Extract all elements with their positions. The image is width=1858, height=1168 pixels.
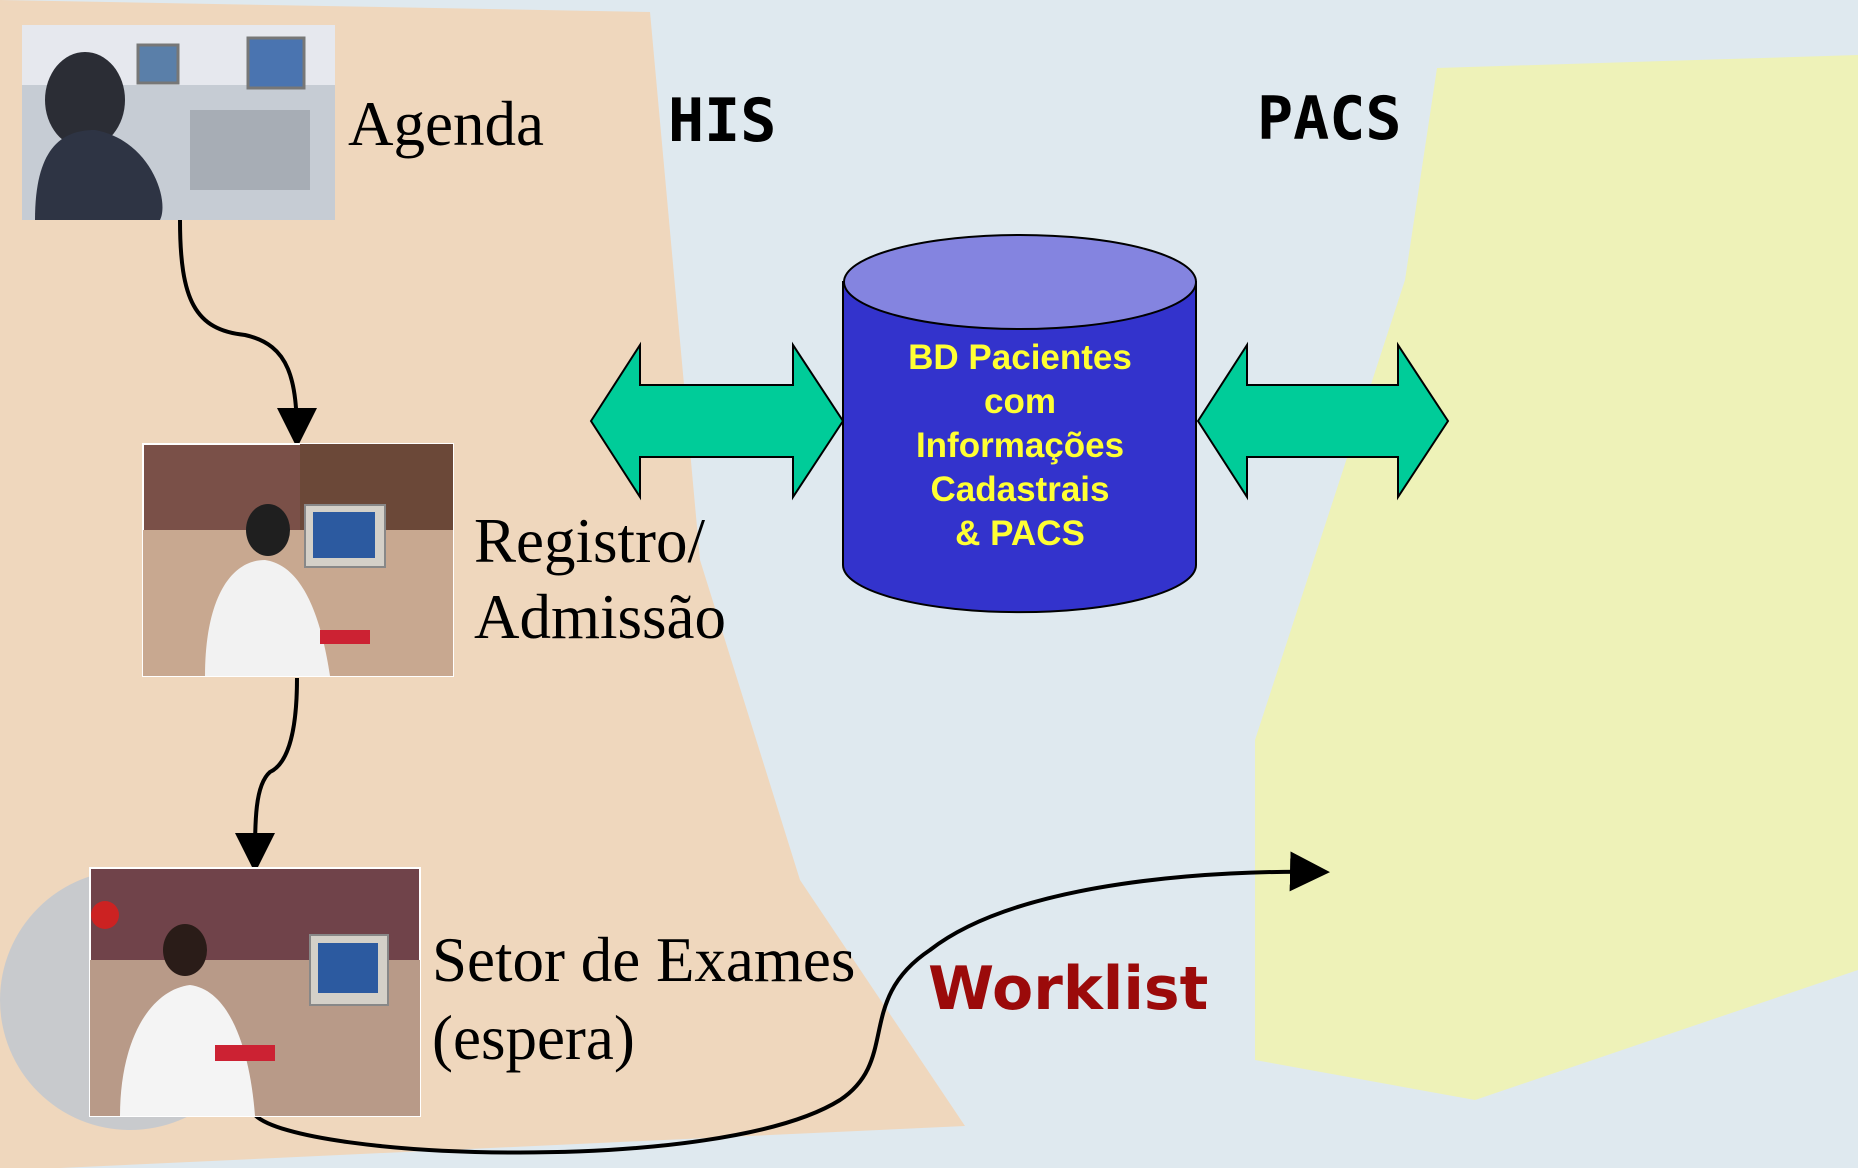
database-label-line: com (984, 382, 1056, 421)
database-label-line: BD Pacientes (908, 338, 1132, 377)
database-label-line: Informações (915, 426, 1125, 465)
database-label: BD Pacientes com Informações Cadastrais … (842, 336, 1198, 556)
left-double-arrow (589, 341, 845, 501)
step-label-setor-line1: Setor de Exames (432, 925, 856, 995)
step-label-setor-line2: (espera) (432, 1003, 635, 1073)
registration-desk-photo (142, 443, 454, 677)
pacs-section-title: PACS (1257, 84, 1402, 154)
exam-sector-desk-photo (0, 867, 421, 1130)
flow-connector-agenda-to-registro (178, 219, 317, 448)
database-label-line: Cadastrais (930, 470, 1110, 509)
reception-scheduling-photo (22, 25, 335, 220)
database-label-line: & PACS (955, 514, 1085, 553)
his-section-title: HIS (668, 86, 777, 156)
database-cylinder (842, 234, 1197, 614)
pacs-region (1255, 55, 1858, 1100)
right-double-arrow (1196, 341, 1450, 501)
step-label-registro-line1: Registro/ (474, 506, 705, 576)
step-label-registro-line2: Admissão (474, 582, 726, 652)
flow-connector-registro-to-setor (235, 677, 299, 873)
step-label-agenda: Agenda (348, 89, 544, 159)
worklist-flow-curve (253, 851, 1330, 1155)
worklist-label: Worklist (928, 954, 1209, 1024)
